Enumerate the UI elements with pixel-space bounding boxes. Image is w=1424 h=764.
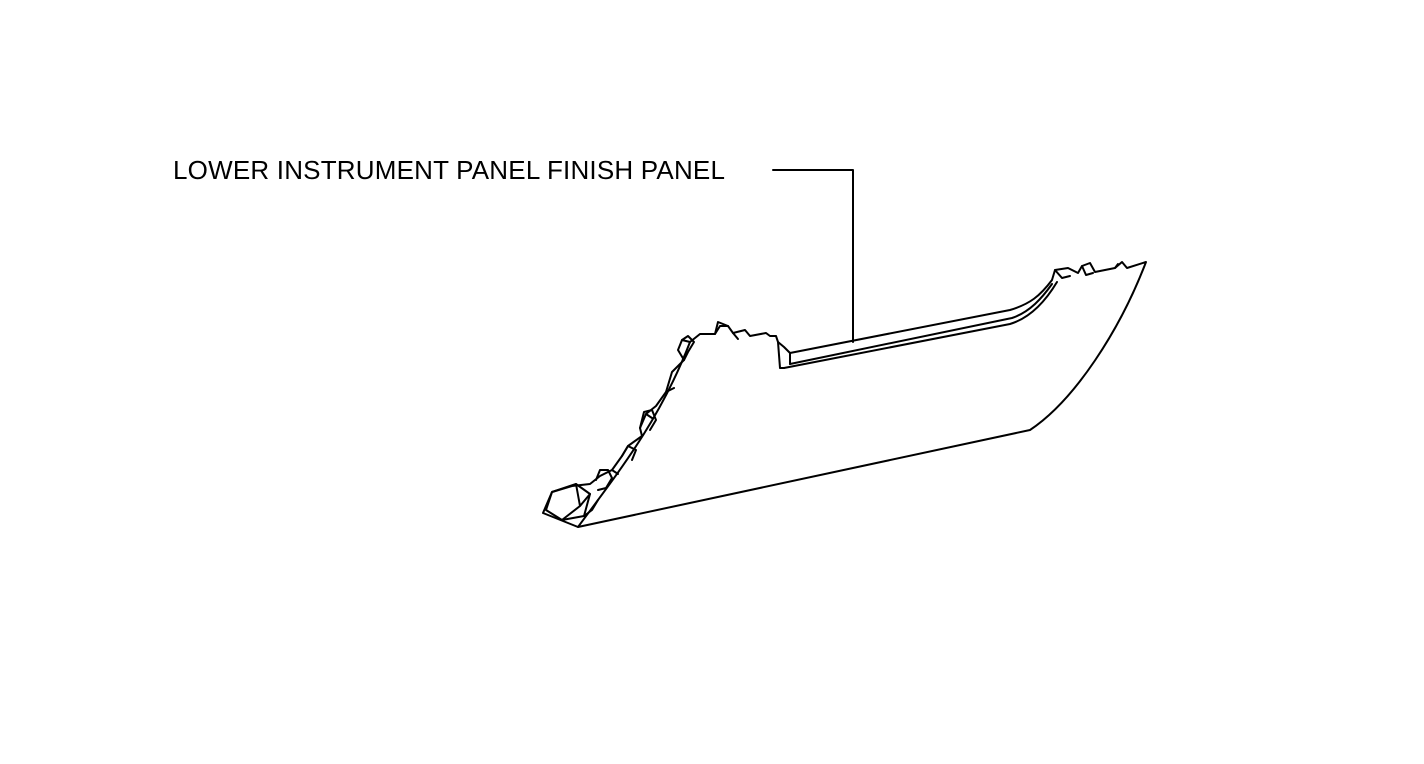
part-label: LOWER INSTRUMENT PANEL FINISH PANEL — [173, 155, 726, 185]
panel-top-rib-outer — [783, 281, 1058, 369]
right-clip-c — [1114, 263, 1119, 269]
leader-line — [772, 169, 854, 343]
left-clip-upper — [681, 335, 695, 361]
left-clip-bottom — [595, 469, 613, 491]
left-clip-mid — [639, 409, 657, 431]
bottom-bracket-face — [561, 483, 591, 521]
right-clip-a — [1081, 265, 1094, 276]
panel-top-step — [777, 341, 785, 369]
left-edge-detail — [611, 387, 675, 475]
bottom-bracket-hook — [583, 499, 599, 517]
right-clip-b — [1054, 269, 1071, 279]
panel-outline — [542, 261, 1147, 528]
left-clip-top — [714, 325, 739, 340]
left-clip-lower — [621, 445, 637, 461]
panel-top-rib-inner — [789, 283, 1053, 365]
